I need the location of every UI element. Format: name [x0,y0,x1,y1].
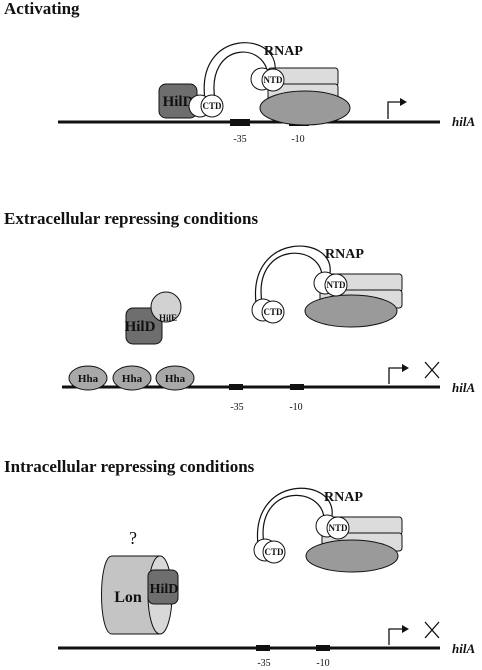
hild-label: HilD [150,582,179,597]
promoter-arrow-icon [388,367,404,384]
minus35-label: -35 [230,402,243,413]
minus10-box [290,384,304,390]
panel-activating: Activating -35 -10 hilA HilD CTD NTD RNA… [4,0,475,145]
hild-label: HilD [125,319,156,335]
minus35-label: -35 [257,658,270,669]
ctd-domain-front [200,94,224,118]
gene-label: hilA [452,641,475,656]
panel-extracellular: Extracellular repressing conditions -35 … [4,209,475,413]
alpha-linker [262,494,325,546]
alpha-linker [257,487,333,546]
gene-label: hilA [452,380,475,395]
block-x-icon [424,621,440,639]
ntd-domain-front [326,516,350,540]
promoter-arrow-icon [388,628,404,645]
block-x-icon [424,361,440,379]
hild-protein [125,307,163,345]
rnap-label: RNAP [325,247,364,262]
minus35-box [256,645,270,651]
gene-label: hilA [452,114,475,129]
ntd-domain-front [261,68,285,92]
alpha-linker [255,245,331,304]
rnap-label: RNAP [324,490,363,505]
question-mark: ? [129,528,137,548]
hild-protein [147,569,179,605]
rnap-label: RNAP [264,44,303,59]
rnap-core [304,294,398,328]
rnap-core [259,90,351,126]
lon-protease [101,555,161,635]
minus35-box [230,119,250,126]
panel-title: Extracellular repressing conditions [4,209,258,228]
alpha-linker [260,252,323,304]
ntd-label: NTD [328,523,348,533]
promoter-arrowhead-icon [402,625,409,633]
minus10-label: -10 [289,402,302,413]
hha-protein [68,365,108,391]
hile-label: HilE [159,313,177,323]
minus35-box [229,384,243,390]
hha-protein [112,365,152,391]
lon-label: Lon [114,589,142,606]
hild-label: HilD [163,94,194,110]
panel-title: Intracellular repressing conditions [4,457,255,476]
hha-protein [155,365,195,391]
ntd-label: NTD [263,75,283,85]
minus10-label: -10 [316,658,329,669]
hha-label: Hha [78,373,99,385]
panel-title: Activating [4,0,80,18]
ntd-domain-front [324,273,348,297]
minus10-box [316,645,330,651]
ctd-domain-front [262,540,286,564]
minus35-label: -35 [233,134,246,145]
hha-label: Hha [122,373,143,385]
alpha-linker [203,42,276,101]
ntd-label: NTD [326,280,346,290]
ctd-label: CTD [202,101,222,111]
alpha-linker [213,51,269,101]
ctd-domain-front [261,300,285,324]
hile-protein [150,291,182,323]
ctd-label: CTD [264,547,284,557]
promoter-arrowhead-icon [400,98,407,106]
minus10-label: -10 [291,134,304,145]
rnap-core [305,539,399,573]
panel-intracellular: Intracellular repressing conditions -35 … [4,457,475,669]
promoter-arrow-icon [387,101,402,119]
promoter-arrowhead-icon [402,364,409,372]
hha-label: Hha [165,373,186,385]
ctd-label: CTD [263,307,283,317]
